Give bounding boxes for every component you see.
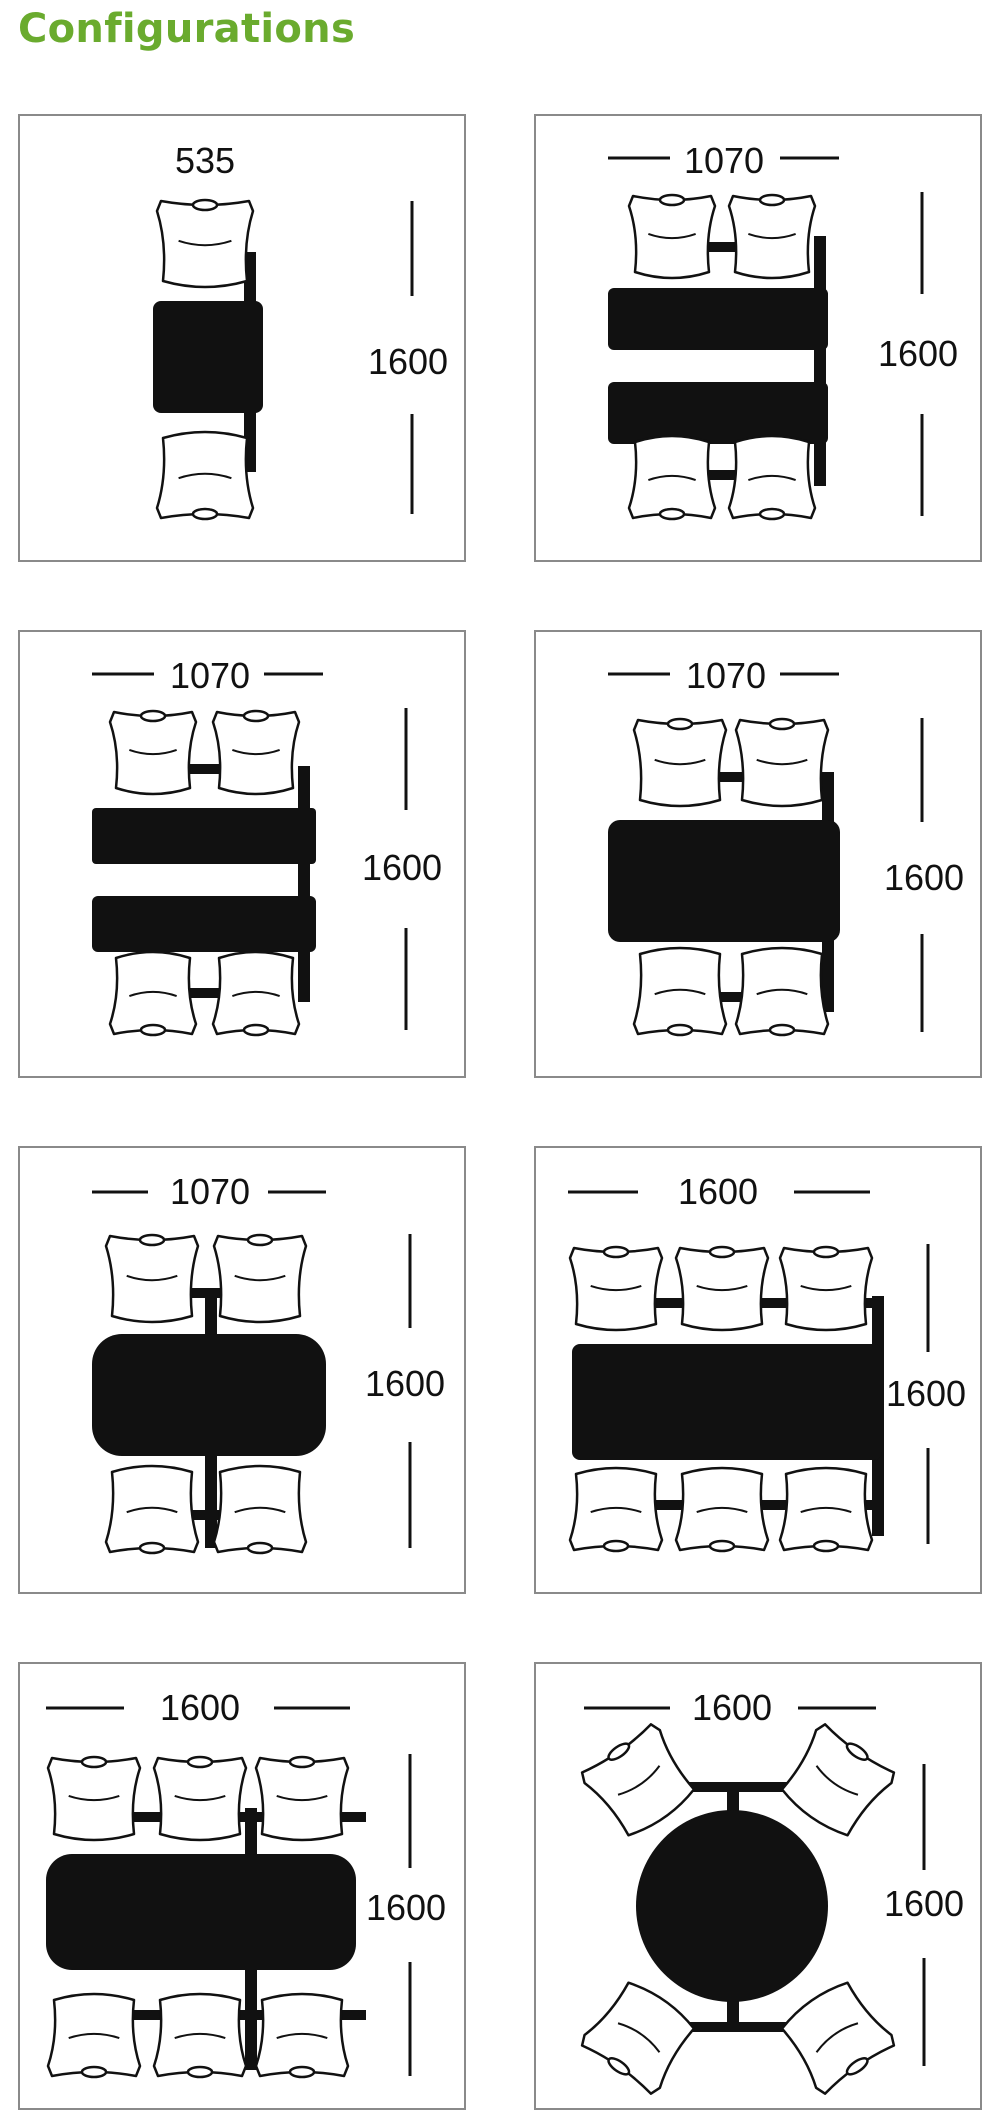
config-diagram-7 xyxy=(46,1706,412,2079)
height-label: 1600 xyxy=(361,847,443,888)
frame-bar xyxy=(670,1782,858,1792)
config-diagram-3 xyxy=(92,672,408,1037)
width-label: 1070 xyxy=(169,1171,251,1212)
chair xyxy=(211,950,301,1037)
height-label: 1600 xyxy=(883,857,965,898)
frame-bar xyxy=(130,2010,366,2020)
table-top xyxy=(572,1344,882,1460)
chair xyxy=(568,1466,664,1553)
config-panel-2: 1070 1600 xyxy=(534,114,982,562)
table-top xyxy=(608,382,828,444)
table-top xyxy=(92,1334,326,1456)
height-label: 1600 xyxy=(885,1373,967,1414)
page-title: Configurations xyxy=(18,6,356,52)
config-panel-6: 1600 1600 xyxy=(534,1146,982,1594)
chair xyxy=(152,1992,248,2079)
width-label: 1600 xyxy=(691,1687,773,1728)
chair xyxy=(780,1981,896,2095)
chair xyxy=(46,1992,142,2079)
config-panel-4: 1070 1600 xyxy=(534,630,982,1078)
height-label: 1600 xyxy=(365,1887,447,1928)
frame-bar xyxy=(814,236,826,486)
height-label: 1600 xyxy=(877,333,959,374)
chair xyxy=(155,198,255,289)
table-top xyxy=(636,1810,828,2002)
config-panel-1: 535 1600 xyxy=(18,114,466,562)
width-label: 1600 xyxy=(677,1171,759,1212)
chair xyxy=(632,946,728,1037)
frame-bar xyxy=(180,988,230,998)
height-label: 1600 xyxy=(367,341,449,382)
chair xyxy=(211,709,301,796)
height-label: 1600 xyxy=(364,1363,446,1404)
frame-bar xyxy=(298,766,310,1002)
frame-bar xyxy=(704,992,754,1002)
config-panel-7: 1600 1600 xyxy=(18,1662,466,2110)
frame-bar xyxy=(648,1500,878,1510)
chair xyxy=(727,193,817,280)
chair xyxy=(254,1992,350,2079)
config-diagram-6 xyxy=(568,1190,930,1553)
table-top xyxy=(608,820,840,942)
chair xyxy=(212,1464,308,1555)
config-diagram-1 xyxy=(153,198,414,521)
frame-bar xyxy=(704,772,754,782)
chair xyxy=(627,193,717,280)
table-top xyxy=(92,808,316,864)
table-top xyxy=(46,1854,356,1970)
chair xyxy=(674,1245,770,1332)
frame-bar xyxy=(670,2022,858,2032)
width-label: 1070 xyxy=(683,140,765,181)
chair xyxy=(778,1245,874,1332)
config-diagram-4 xyxy=(608,672,924,1037)
table-top xyxy=(608,288,828,350)
chair xyxy=(254,1755,350,1842)
chair xyxy=(627,434,717,521)
config-diagram-8 xyxy=(580,1706,926,2095)
frame-bar xyxy=(188,1288,234,1298)
chair xyxy=(580,1981,696,2095)
chair xyxy=(155,430,255,521)
width-label: 535 xyxy=(174,140,236,181)
table-top xyxy=(92,896,316,952)
chair xyxy=(568,1245,664,1332)
frame-bar xyxy=(180,764,230,774)
frame-bar xyxy=(188,1510,234,1520)
chair xyxy=(212,1233,308,1324)
config-diagram-2 xyxy=(608,156,924,521)
chair xyxy=(632,717,728,808)
chair xyxy=(734,946,830,1037)
width-label: 1070 xyxy=(685,655,767,696)
frame-bar xyxy=(130,1812,366,1822)
chair xyxy=(152,1755,248,1842)
width-label: 1600 xyxy=(159,1687,241,1728)
width-label: 1070 xyxy=(169,655,251,696)
chair xyxy=(734,717,830,808)
frame-bar xyxy=(696,242,746,252)
chair xyxy=(104,1464,200,1555)
chair xyxy=(46,1755,142,1842)
chair xyxy=(104,1233,200,1324)
config-panel-5: 1070 1600 xyxy=(18,1146,466,1594)
chair xyxy=(727,434,817,521)
chair xyxy=(108,950,198,1037)
config-panel-3: 1070 1600 xyxy=(18,630,466,1078)
table-top xyxy=(153,301,263,413)
height-label: 1600 xyxy=(883,1883,965,1924)
chair xyxy=(778,1466,874,1553)
chair xyxy=(580,1723,696,1837)
frame-bar xyxy=(696,470,746,480)
config-panel-8: 1600 1600 xyxy=(534,1662,982,2110)
chair xyxy=(108,709,198,796)
chair xyxy=(674,1466,770,1553)
config-diagram-5 xyxy=(92,1190,412,1555)
frame-bar xyxy=(648,1298,878,1308)
chair xyxy=(780,1723,896,1837)
